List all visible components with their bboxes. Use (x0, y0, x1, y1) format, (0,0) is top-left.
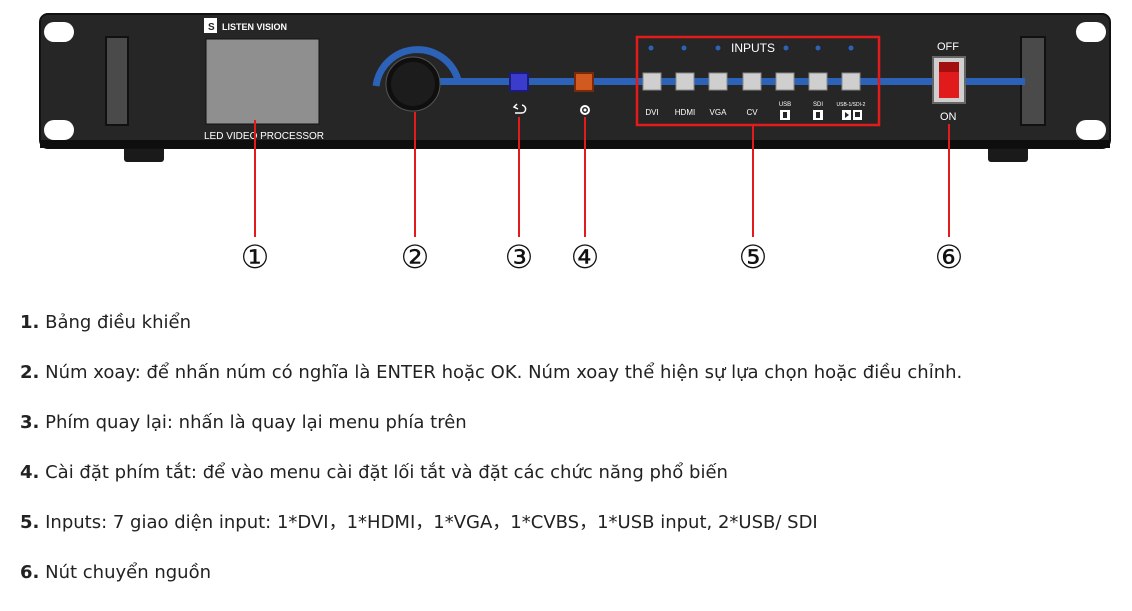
description-item: 5. Inputs: 7 giao diện input: 1*DVI，1*HD… (20, 511, 962, 561)
item-text: Nút chuyển nguồn (45, 562, 211, 583)
input-label-usb: USB (779, 102, 791, 108)
screen-label: LED VIDEO PROCESSOR (204, 131, 324, 142)
item-text: Inputs: 7 giao diện input: 1*DVI，1*HDMI，… (45, 512, 818, 533)
item-number: 1. (20, 312, 40, 333)
back-arrow-icon (512, 103, 527, 114)
description-item: 2. Núm xoay: để nhấn núm có nghĩa là ENT… (20, 361, 962, 411)
led-vga (715, 45, 721, 51)
item-text: Bảng điều khiển (45, 312, 191, 333)
inputs-title: INPUTS (731, 41, 775, 55)
power-off-label: OFF (937, 41, 959, 53)
mount-hole-top-right (1076, 22, 1106, 42)
lcd-screen (205, 38, 320, 125)
gear-icon-center (583, 108, 587, 112)
led-usb-sdi (848, 45, 854, 51)
knob-accent-arc (372, 46, 462, 87)
callout-4: ④ (571, 238, 600, 276)
left-handle (105, 36, 129, 126)
callout-1: ① (241, 238, 270, 276)
power-switch-top (939, 62, 959, 72)
logo-icon (204, 18, 217, 33)
callout-2: ② (401, 238, 430, 276)
input-label-sdi: SDI (813, 102, 823, 108)
item-number: 6. (20, 562, 40, 583)
input-button-dvi[interactable] (642, 72, 662, 91)
input-label-usb-sdi: USB-1/SDI-2 (837, 102, 866, 108)
input-label-hdmi: HDMI (675, 108, 695, 117)
input-button-cv[interactable] (742, 72, 762, 91)
led-dvi (648, 45, 654, 51)
rotary-knob-cap (391, 62, 435, 106)
callout-lines (254, 112, 950, 237)
input-label-cv: CV (746, 108, 758, 117)
item-text: Núm xoay: để nhấn núm có nghĩa là ENTER … (45, 362, 963, 383)
svg-text:S: S (208, 22, 215, 33)
inputs-highlight-box (635, 35, 881, 127)
shortcut-button[interactable] (574, 72, 594, 92)
description-item: 3. Phím quay lại: nhấn là quay lại menu … (20, 411, 962, 461)
chassis-bottom-edge (40, 140, 1110, 148)
right-foot (988, 146, 1028, 162)
led-usb (783, 45, 789, 51)
input-button-sdi[interactable] (808, 72, 828, 91)
mount-hole-bottom-right (1076, 120, 1106, 140)
input-label-dvi: DVI (645, 108, 658, 117)
mount-hole-bottom-left (44, 120, 74, 140)
description-item: 4. Cài đặt phím tắt: để vào menu cài đặt… (20, 461, 962, 511)
item-number: 3. (20, 412, 40, 433)
blue-accent-line (440, 78, 1025, 85)
gear-icon (580, 105, 590, 115)
input-indicator-leds (648, 45, 854, 51)
input-button-usb[interactable] (775, 72, 795, 91)
input-button-usb-sdi[interactable] (841, 72, 861, 91)
callout-6: ⑥ (935, 238, 964, 276)
left-foot (124, 146, 164, 162)
input-mode-icons (780, 110, 862, 120)
brand-label: LISTEN VISION (222, 22, 287, 32)
power-on-label: ON (940, 111, 957, 123)
item-number: 5. (20, 512, 40, 533)
item-number: 2. (20, 362, 40, 383)
input-buttons (642, 72, 861, 91)
input-button-vga[interactable] (708, 72, 728, 91)
led-sdi (815, 45, 821, 51)
mount-hole-top-left (44, 22, 74, 42)
back-button[interactable] (509, 72, 529, 92)
item-number: 4. (20, 462, 40, 483)
item-text: Phím quay lại: nhấn là quay lại menu phí… (45, 412, 467, 433)
callout-5: ⑤ (739, 238, 768, 276)
led-hdmi (681, 45, 687, 51)
processor-front-panel-diagram: S LISTEN VISION LED VIDEO PROCESSOR INPU… (39, 13, 1111, 276)
description-item: 6. Nút chuyển nguồn (20, 561, 962, 611)
description-item: 1. Bảng điều khiển (20, 311, 962, 361)
input-button-hdmi[interactable] (675, 72, 695, 91)
item-text: Cài đặt phím tắt: để vào menu cài đặt lố… (45, 462, 728, 483)
description-list: 1. Bảng điều khiển 2. Núm xoay: để nhấn … (20, 311, 962, 611)
callout-3: ③ (505, 238, 534, 276)
input-label-vga: VGA (710, 108, 728, 117)
